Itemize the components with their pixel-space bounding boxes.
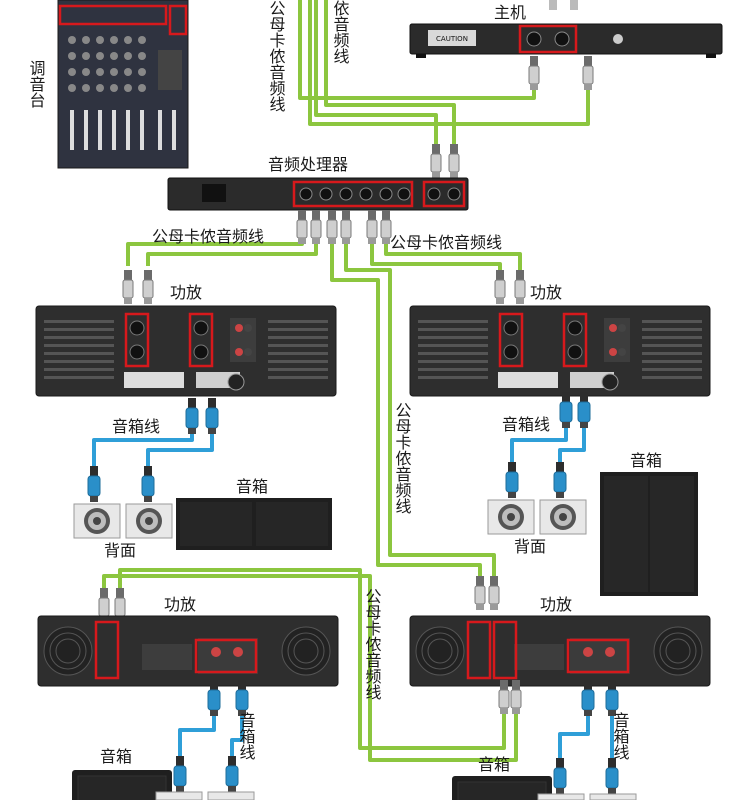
speakon-socket-icon	[207, 791, 255, 800]
speaker-cable-label-bottom-left: 音箱线	[237, 712, 256, 760]
speakon-connector-icon	[141, 465, 155, 503]
spk-cable-TR-b	[558, 412, 586, 466]
xlr-cable-label-middle: 公母卡侬音频线	[393, 402, 412, 514]
xlr-connector-icon	[488, 575, 500, 611]
amp-label-top-right: 功放	[530, 283, 562, 302]
xlr-connector-icon	[340, 209, 352, 245]
xlr-cable-label-right: 公母卡侬音频线	[390, 233, 502, 252]
speakon-connector-icon	[553, 461, 567, 499]
speakon-socket-icon	[73, 503, 121, 539]
amplifier-top-right	[408, 304, 712, 398]
speakon-socket-icon	[589, 793, 637, 800]
speakon-connector-icon	[577, 391, 591, 429]
cable-proc-ampBL-b	[118, 568, 506, 750]
speakon-connector-icon	[173, 755, 187, 793]
xlr-connector-icon	[448, 143, 460, 179]
xlr-cable-label-top: 公母卡侬音频线	[267, 0, 286, 112]
amplifier-bottom-left	[37, 615, 339, 687]
xlr-connector-icon	[549, 0, 578, 10]
speaker-label-bottom-left: 音箱	[100, 747, 132, 766]
speakon-connector-icon	[559, 391, 573, 429]
host-unit: CAUTION	[409, 23, 723, 58]
xlr-connector-icon	[326, 209, 338, 245]
speaker-cabinet-tall	[600, 472, 698, 596]
xlr-connector-icon	[142, 269, 154, 305]
xlr-cable-label-left: 公母卡侬音频线	[152, 227, 264, 246]
speaker-cabinet-wide	[176, 498, 332, 550]
xlr-cable-label-top-right: 依音频线	[331, 0, 350, 64]
xlr-cable-label-bottom: 公母卡侬音频线	[363, 588, 382, 700]
xlr-connector-icon	[366, 209, 378, 245]
host-caution-label: CAUTION	[436, 35, 468, 43]
speaker-cable-label-right: 音箱线	[502, 415, 550, 434]
xlr-connector-icon	[122, 269, 134, 305]
cable-proc-ampBL-a	[102, 574, 518, 762]
xlr-connector-icon	[510, 679, 522, 715]
speaker-cable-label-bottom-right: 音箱线	[611, 712, 630, 760]
speakon-socket-icon	[155, 791, 203, 800]
speaker-label-bottom-right: 音箱	[478, 755, 510, 774]
amp-label-top-left: 功放	[170, 283, 202, 302]
xlr-connector-icon	[582, 55, 594, 91]
speakon-connector-icon	[605, 757, 619, 795]
host-label: 主机	[494, 3, 526, 22]
amplifier-bottom-right	[409, 615, 711, 687]
cable-mixer-processor-a	[314, 0, 438, 144]
mixer-label: 调音台	[27, 60, 46, 108]
xlr-connector-icon	[494, 269, 506, 305]
cable-proc-ampTR-a	[370, 228, 502, 270]
speakon-socket-icon	[487, 499, 535, 535]
amplifier-top-left	[34, 304, 338, 398]
speakon-connector-icon	[505, 461, 519, 499]
audio-processor	[167, 177, 469, 211]
xlr-connector-icon	[528, 55, 540, 91]
speakon-socket-icon	[125, 503, 173, 539]
amp-bottom-right-highlights	[466, 620, 630, 680]
processor-label: 音频处理器	[268, 155, 348, 174]
speaker-cabinet-bottom-right	[451, 775, 553, 800]
spk-cable-BL-b	[230, 700, 244, 760]
back-side-label-right: 背面	[514, 537, 546, 556]
cable-host-processor-b	[308, 0, 590, 126]
amp-label-bottom-right: 功放	[540, 595, 572, 614]
cable-proc-ampBR-b	[344, 228, 496, 576]
speaker-label-top-left: 音箱	[236, 477, 268, 496]
xlr-connector-icon	[296, 209, 308, 245]
xlr-connector-icon	[498, 679, 510, 715]
speakon-connector-icon	[225, 755, 239, 793]
speakon-socket-icon	[537, 793, 585, 800]
xlr-connector-icon	[430, 143, 442, 179]
amp-bottom-left-highlights	[94, 620, 258, 680]
speakon-connector-icon	[553, 757, 567, 795]
back-side-label-left: 背面	[104, 541, 136, 560]
xlr-connector-icon	[310, 209, 322, 245]
amp-label-bottom-left: 功放	[164, 595, 196, 614]
xlr-connector-icon	[474, 575, 486, 611]
speakon-connector-icon	[185, 397, 199, 435]
speaker-cable-label-left: 音箱线	[112, 417, 160, 436]
xlr-connector-icon	[514, 269, 526, 305]
speakon-connector-icon	[87, 465, 101, 503]
speakon-connector-icon	[205, 397, 219, 435]
speaker-cable-lines	[92, 412, 614, 760]
mixer	[57, 0, 189, 169]
speakon-socket-icon	[539, 499, 587, 535]
spk-cable-BR-a	[558, 700, 590, 760]
cable-proc-ampBR-a	[330, 228, 482, 576]
speaker-label-top-right: 音箱	[630, 451, 662, 470]
